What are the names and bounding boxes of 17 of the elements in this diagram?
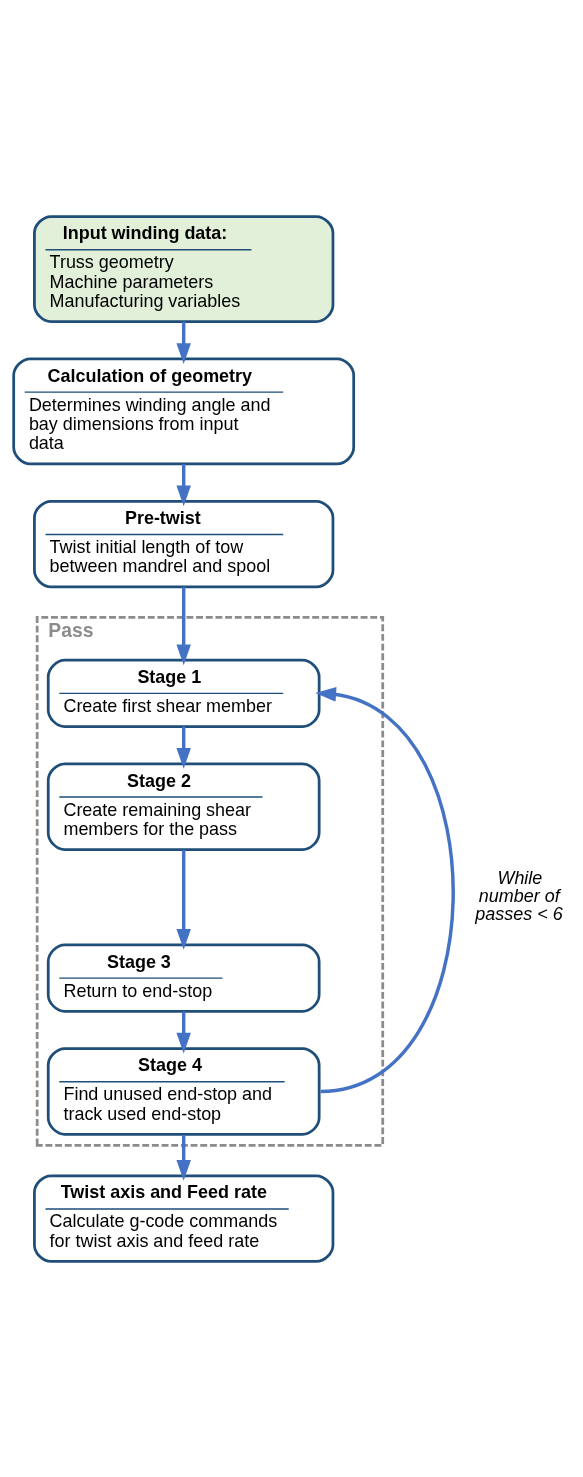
node-box: Stage 2 Create remaining shear members for the pass — [46, 762, 321, 851]
arrow — [176, 1134, 191, 1181]
node-box: Stage 3 Return to end-stop — [46, 943, 321, 1013]
node-box: Twist axis and Feed rate Calculate g-code commands for twist axis and feed rate — [33, 1173, 335, 1263]
node-box: Calculation of geometry Determines winding angle and bay dimensions from input data — [12, 357, 356, 465]
arrow — [176, 463, 191, 506]
arrow — [315, 686, 455, 1093]
node-box: Stage 4 Find unused end-stop and track used end-stop — [46, 1046, 321, 1136]
edge-label: While number of passes < 6 — [475, 867, 563, 924]
arrow — [176, 1011, 191, 1053]
node-box: Stage 1 Create first shear member — [46, 658, 321, 728]
node-box: Pre-twist Twist initial length of tow between mandrel and spool — [33, 499, 335, 588]
arrow — [176, 849, 191, 950]
arrow — [176, 321, 191, 364]
node-box: Input winding data: Truss geometry Machine parameters Manufacturing variables — [33, 214, 335, 323]
arrow — [176, 726, 191, 769]
arrow — [176, 586, 191, 665]
